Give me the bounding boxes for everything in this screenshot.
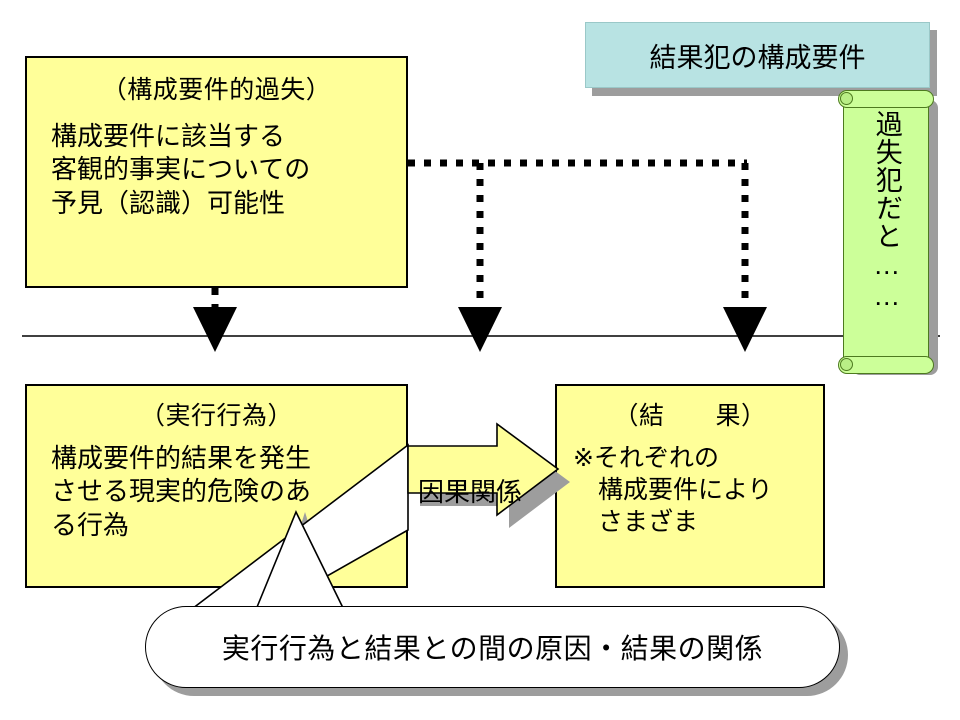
box-body-kekka: ※それぞれの 構成要件により さまざま <box>573 444 773 536</box>
title-banner-label: 結果犯の構成要件 <box>649 42 866 73</box>
scroll-note-bottom-roll <box>838 356 934 374</box>
box-body-kouseiyouken-teki-kashitsu: 構成要件に該当する 客観的事実についての 予見（認識）可能性 <box>51 121 311 218</box>
box-title-kouseiyouken-teki-kashitsu: （構成要件的過失） <box>101 76 332 104</box>
box-title-jikkou-koui: （実行行為） <box>139 402 293 430</box>
box-body-jikkou-koui: 構成要件的結果を発生 させる現実的危険のあ る行為 <box>51 443 312 540</box>
box-kouseiyouken-teki-kashitsu: （構成要件的過失） 構成要件に該当する 客観的事実についての 予見（認識）可能性 <box>25 56 408 288</box>
causal-block-arrow <box>407 422 570 528</box>
dotted-arrowhead-right <box>723 307 767 352</box>
causal-block-arrow-shape <box>407 422 560 517</box>
dotted-arrowhead-left <box>193 307 237 352</box>
causal-block-arrow-label: 因果関係 <box>417 477 522 507</box>
scroll-note-top-knob <box>840 92 853 105</box>
scroll-note-top-roll <box>838 90 934 108</box>
dotted-arrowhead-center <box>458 307 502 352</box>
callout-box: 実行行為と結果との間の原因・結果の関係 <box>145 606 840 688</box>
scroll-note-label: 過失犯だと…… <box>871 110 902 312</box>
callout-label: 実行行為と結果との間の原因・結果の関係 <box>221 633 764 664</box>
box-title-kekka: （結 果） <box>613 402 767 430</box>
box-kekka: （結 果） ※それぞれの 構成要件により さまざま <box>555 384 825 588</box>
scroll-note-text-wrap: 過失犯だと…… <box>843 110 929 360</box>
scroll-note-bottom-knob <box>840 358 853 371</box>
title-banner: 結果犯の構成要件 <box>585 22 930 88</box>
